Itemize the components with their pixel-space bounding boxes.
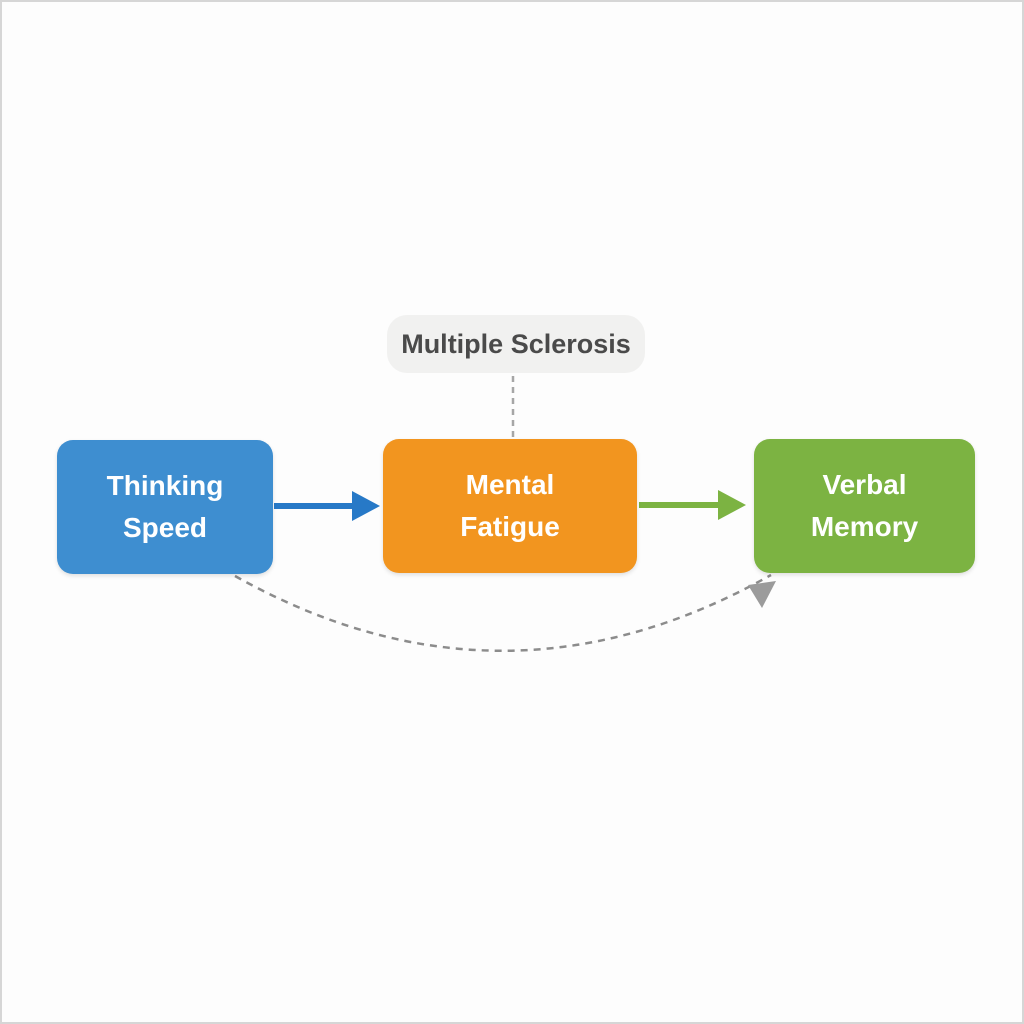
condition-label-text: Multiple Sclerosis (401, 328, 631, 359)
edge-mental-to-verbal-arrowhead-icon (718, 490, 746, 520)
edge-thinking-to-verbal-dashed-curve (234, 573, 772, 652)
node-verbal-memory: Verbal Memory (754, 439, 975, 573)
node-thinking-speed-label-line2: Speed (122, 512, 208, 543)
edge-thinking-to-mental-arrowhead-icon (352, 491, 380, 521)
edge-thinking-to-verbal-arrowhead-icon (748, 581, 776, 608)
node-verbal-memory-label-line2: Memory (810, 511, 919, 542)
node-thinking-speed: Thinking Speed (57, 440, 273, 574)
node-mental-fatigue-label-line2: Fatigue (460, 511, 560, 542)
node-verbal-memory-label-line1: Verbal (822, 469, 907, 500)
node-mental-fatigue-label-line1: Mental (465, 469, 555, 500)
node-mental-fatigue: Mental Fatigue (383, 439, 637, 573)
node-thinking-speed-label-line1: Thinking (106, 470, 224, 501)
condition-label-pill: Multiple Sclerosis (387, 315, 645, 373)
